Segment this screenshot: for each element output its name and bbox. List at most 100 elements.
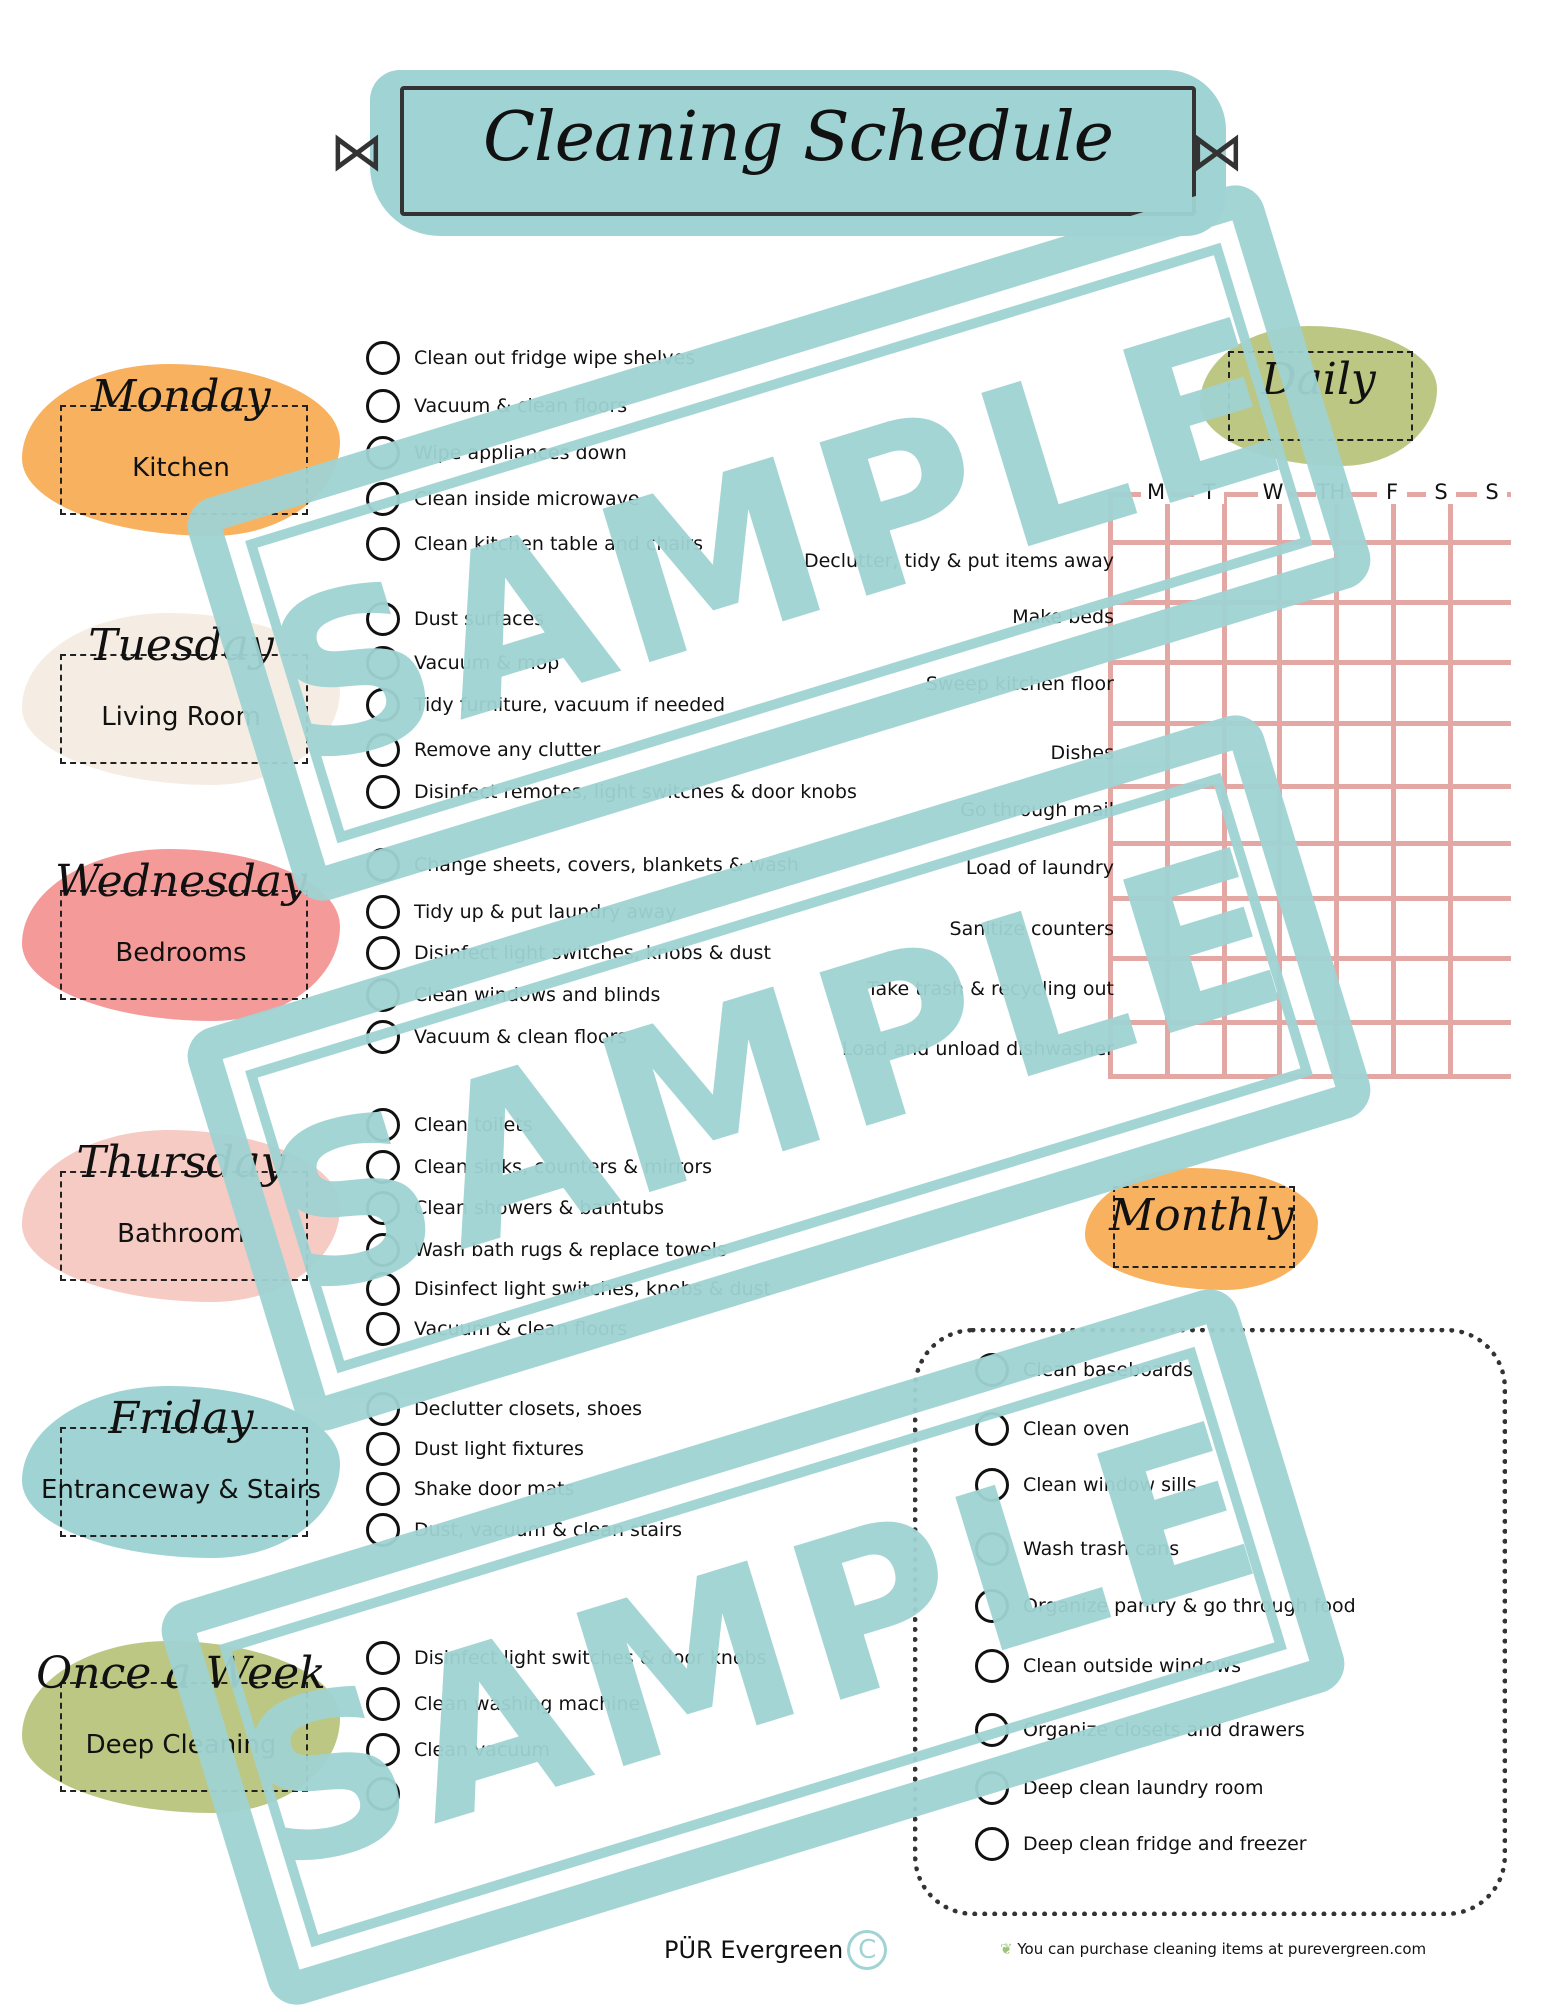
task-item[interactable]: Shake door mats xyxy=(366,1472,574,1506)
daily-label: Daily xyxy=(1200,326,1437,466)
checkbox[interactable] xyxy=(366,688,400,722)
checkbox[interactable] xyxy=(975,1649,1009,1683)
daily-task: Go through mail xyxy=(960,799,1114,821)
checkbox[interactable] xyxy=(366,1233,400,1267)
monthly-task[interactable]: Deep clean laundry room xyxy=(975,1771,1264,1805)
checkbox[interactable] xyxy=(366,1687,400,1721)
checkbox[interactable] xyxy=(366,1392,400,1426)
checkbox[interactable] xyxy=(366,733,400,767)
monthly-task[interactable]: Clean oven xyxy=(975,1412,1130,1446)
monthly-box xyxy=(913,1328,1507,1916)
task-item[interactable]: Clean sinks, counters & mirrors xyxy=(366,1150,712,1184)
checkbox[interactable] xyxy=(366,341,400,375)
monthly-task[interactable]: Deep clean fridge and freezer xyxy=(975,1827,1307,1861)
page-title: Cleaning Schedule xyxy=(482,98,1114,177)
checkbox[interactable] xyxy=(366,775,400,809)
monthly-task[interactable]: Clean window sills xyxy=(975,1468,1197,1502)
checkbox[interactable] xyxy=(975,1589,1009,1623)
checkbox[interactable] xyxy=(975,1713,1009,1747)
checkbox[interactable] xyxy=(975,1532,1009,1566)
task-item[interactable]: Clean toilets xyxy=(366,1108,533,1142)
bow-icon: ⋈ xyxy=(1190,120,1244,183)
day-column-header: W xyxy=(1258,480,1288,504)
checkbox[interactable] xyxy=(366,1312,400,1346)
copyright-icon: C xyxy=(847,1930,888,1970)
task-item[interactable]: Disinfect remotes, light switches & door… xyxy=(366,775,857,809)
task-item[interactable]: Declutter closets, shoes xyxy=(366,1392,642,1426)
task-item[interactable]: Vacuum & mop xyxy=(366,646,559,680)
checkbox[interactable] xyxy=(975,1353,1009,1387)
title-frame xyxy=(400,86,1196,216)
checkbox[interactable] xyxy=(366,936,400,970)
day-column-header: S xyxy=(1426,480,1456,504)
checkbox[interactable] xyxy=(366,895,400,929)
checkbox[interactable] xyxy=(366,1272,400,1306)
task-item[interactable]: Disinfect light switches & door knobs xyxy=(366,1641,767,1675)
daily-task: Load and unload dishwasher xyxy=(841,1038,1114,1060)
checkbox[interactable] xyxy=(366,1733,400,1767)
checkbox[interactable] xyxy=(366,646,400,680)
task-item[interactable]: Wash bath rugs & replace towels xyxy=(366,1233,727,1267)
checkbox[interactable] xyxy=(366,527,400,561)
task-item[interactable]: Vacuum & clean floors xyxy=(366,389,627,423)
task-item[interactable]: Clean washing machine xyxy=(366,1687,640,1721)
task-item[interactable]: Wipe appliances down xyxy=(366,436,627,470)
leaf-icon: ❦ xyxy=(1000,1940,1018,1958)
task-item[interactable]: Tidy up & put laundry away xyxy=(366,895,676,929)
task-item[interactable]: Clean vacuum xyxy=(366,1733,550,1767)
checkbox[interactable] xyxy=(366,389,400,423)
checkbox[interactable] xyxy=(975,1468,1009,1502)
checkbox[interactable] xyxy=(366,1108,400,1142)
task-item[interactable]: Vacuum & clean floors xyxy=(366,1020,627,1054)
daily-task: Take trash & recycling out xyxy=(867,978,1114,1000)
task-item[interactable]: Tidy furniture, vacuum if needed xyxy=(366,688,725,722)
task-item[interactable]: Clean windows and blinds xyxy=(366,978,660,1012)
task-item[interactable]: Dust light fixtures xyxy=(366,1432,584,1466)
checkbox[interactable] xyxy=(366,848,400,882)
task-item[interactable]: Clean showers & bathtubs xyxy=(366,1191,664,1225)
checkbox[interactable] xyxy=(366,1150,400,1184)
task-item[interactable]: Clean kitchen table and chairs xyxy=(366,527,703,561)
task-item[interactable]: Disinfect light switches, knobs & dust xyxy=(366,1272,771,1306)
daily-task: Sanitize counters xyxy=(949,918,1114,940)
checkbox[interactable] xyxy=(366,1641,400,1675)
checkbox[interactable] xyxy=(366,1472,400,1506)
task-item[interactable]: Remove any clutter xyxy=(366,733,600,767)
checkbox[interactable] xyxy=(366,1513,400,1547)
checkbox[interactable] xyxy=(366,1191,400,1225)
monthly-task[interactable]: Organize closets and drawers xyxy=(975,1713,1305,1747)
task-item[interactable]: Clean out fridge wipe shelves xyxy=(366,341,695,375)
checkbox[interactable] xyxy=(366,436,400,470)
day-column-header: M xyxy=(1141,480,1171,504)
task-item[interactable]: Dust surfaces xyxy=(366,602,544,636)
checkbox[interactable] xyxy=(975,1771,1009,1805)
monthly-label: Monthly xyxy=(1085,1168,1318,1290)
monthly-task[interactable]: Clean baseboards xyxy=(975,1353,1193,1387)
day-column-header: F xyxy=(1377,480,1407,504)
checkbox[interactable] xyxy=(366,978,400,1012)
task-item[interactable]: Vacuum & clean floors xyxy=(366,1312,627,1346)
checkbox[interactable] xyxy=(366,482,400,516)
task-item[interactable]: Change sheets, covers, blankets & wash xyxy=(366,848,799,882)
task-item[interactable] xyxy=(366,1777,414,1811)
daily-task: Sweep kitchen floor xyxy=(925,673,1114,695)
checkbox[interactable] xyxy=(975,1827,1009,1861)
checkbox[interactable] xyxy=(975,1412,1009,1446)
task-item[interactable]: Clean inside microwave xyxy=(366,482,640,516)
daily-task: Dishes xyxy=(1050,742,1114,764)
checkbox[interactable] xyxy=(366,1020,400,1054)
monthly-task[interactable]: Organize pantry & go through food xyxy=(975,1589,1356,1623)
task-item[interactable]: Dust, vacuum & clean stairs xyxy=(366,1513,682,1547)
monthly-task[interactable]: Clean outside windows xyxy=(975,1649,1241,1683)
task-item[interactable]: Disinfect light switches, knobs & dust xyxy=(366,936,771,970)
monthly-task[interactable]: Wash trash cans xyxy=(975,1532,1179,1566)
checkbox[interactable] xyxy=(366,602,400,636)
checkbox[interactable] xyxy=(366,1432,400,1466)
checkbox[interactable] xyxy=(366,1777,400,1811)
